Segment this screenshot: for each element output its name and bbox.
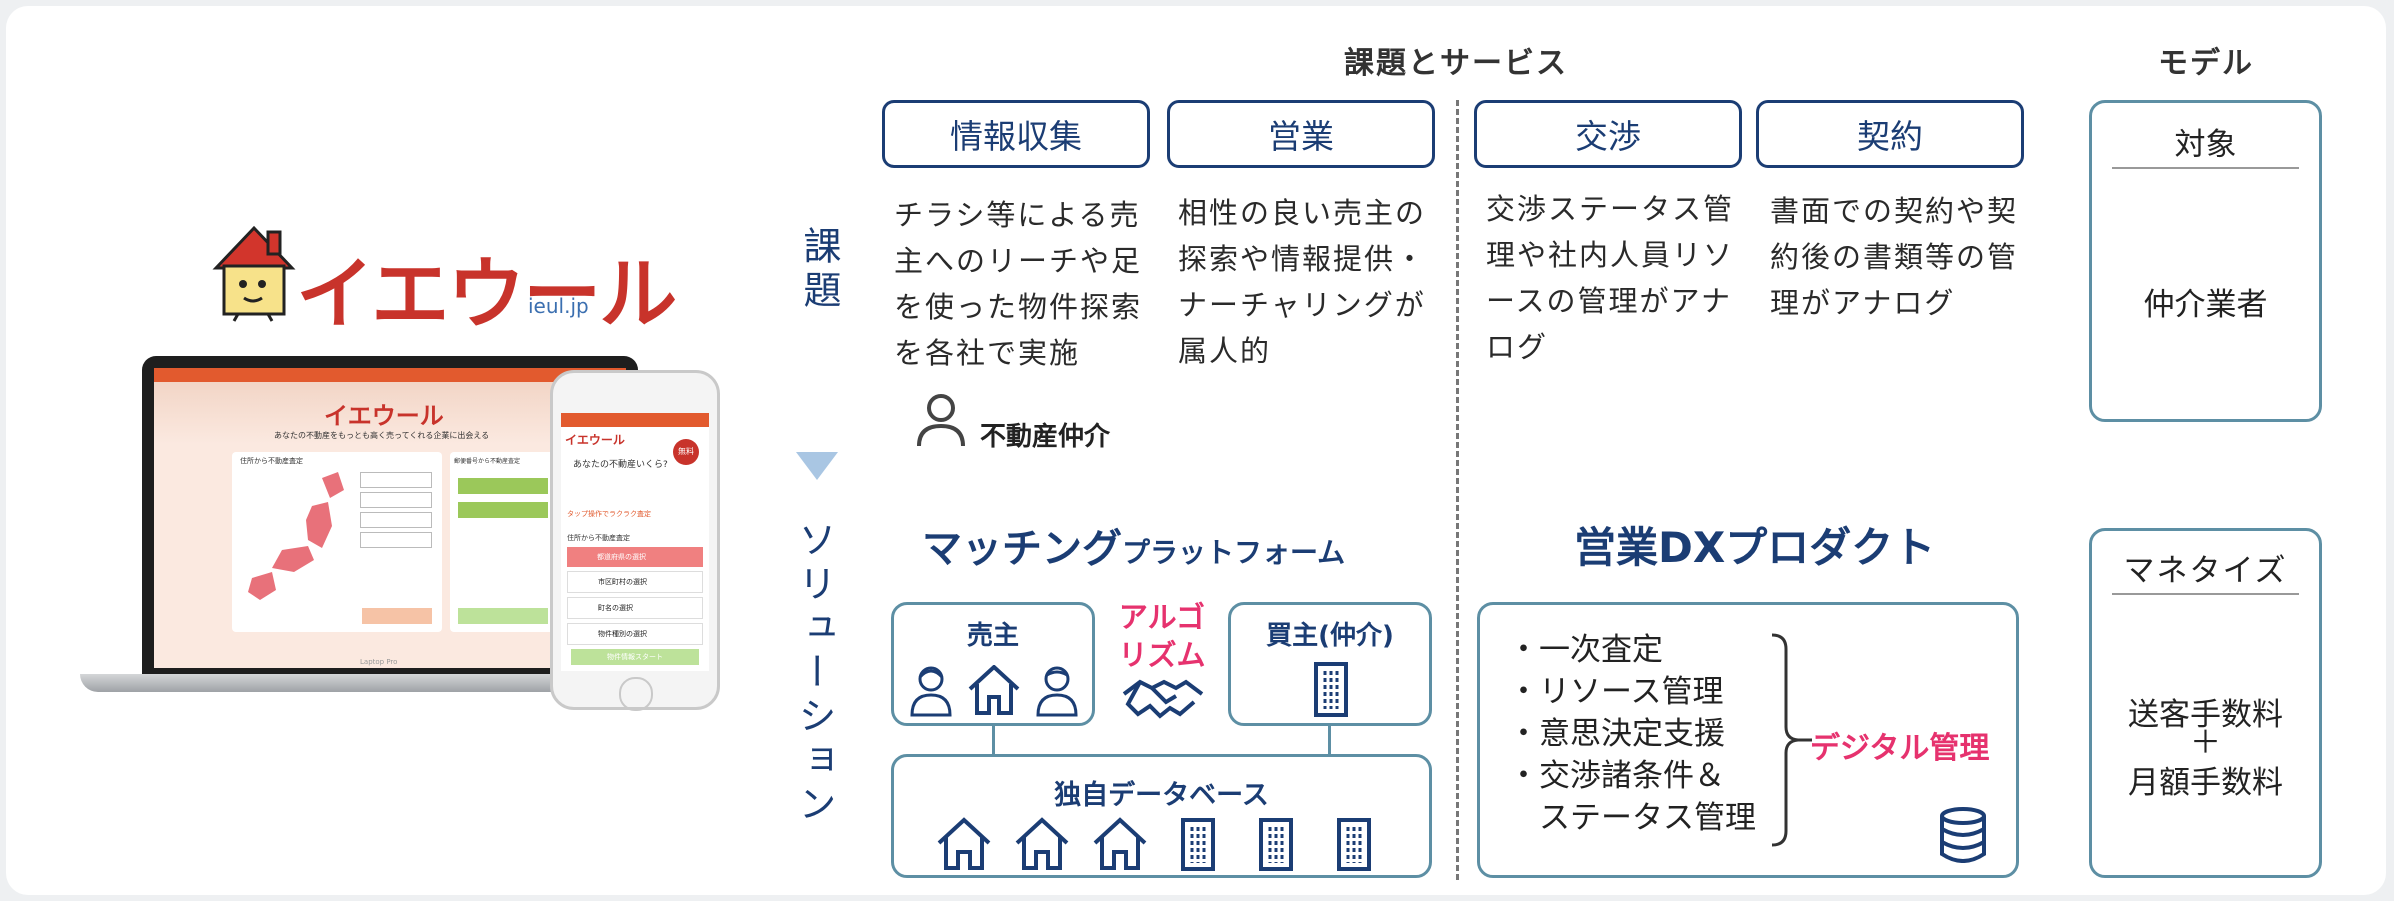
seller-person-icon — [1036, 666, 1078, 717]
phone-screen: イエウール あなたの不動産いくら? 無料 タップ操作でラクラク査定 住所から不動… — [561, 413, 709, 671]
phone-logo: イエウール — [565, 433, 625, 447]
matching-title-sub: プラットフォーム — [1122, 536, 1346, 569]
laptop-model-label: Laptop Pro — [360, 658, 398, 666]
model-target-divider — [2112, 167, 2299, 169]
phone-step[interactable]: 物件種別の選択 — [567, 623, 703, 645]
stage-info-gathering-description: チラシ等による売主へのリーチや足を使った物件探索を各社で実施 — [894, 198, 1143, 370]
stage-contract: 契約 — [1756, 100, 2024, 168]
phone-start-button[interactable]: 物件情報スタート — [571, 649, 699, 665]
database-icon — [1940, 807, 1986, 863]
stage-info-gathering: 情報収集 — [882, 100, 1150, 168]
stage-sales: 営業 — [1167, 100, 1435, 168]
brand-logo: イエウール ieul.jp — [210, 222, 680, 340]
right-brace-icon — [1771, 633, 1812, 847]
matching-title-main: マッチング — [922, 526, 1122, 572]
header-model: モデル — [2158, 46, 2254, 81]
brand-name: イエウール — [296, 250, 677, 340]
model-fee-2: 月額手数料 — [2128, 765, 2283, 801]
house-icon — [968, 665, 1020, 715]
model-monetize-box: マネタイズ 送客手数料 ＋ 月額手数料 — [2089, 528, 2322, 878]
broker-label: 不動産仲介 — [980, 422, 1111, 452]
dx-box: ・一次査定 ・リソース管理 ・意思決定支援 ・交渉諸条件＆ ステータス管理 デジ… — [1477, 602, 2019, 878]
building-icon — [1181, 818, 1215, 871]
dx-result-label: デジタル管理 — [1810, 731, 1990, 766]
model-target-value: 仲介業者 — [2143, 287, 2268, 323]
laptop-section-1: 住所から不動産査定 — [240, 457, 303, 465]
phone-mockup: イエウール あなたの不動産いくら? 無料 タップ操作でラクラク査定 住所から不動… — [550, 370, 720, 711]
laptop-logo: イエウール — [324, 402, 444, 430]
seller-db-connector — [992, 726, 995, 754]
model-plus: ＋ — [2190, 725, 2221, 761]
algorithm-label: アルゴリズム — [1118, 600, 1206, 672]
japan-map-icon — [248, 472, 344, 600]
model-fee-1: 送客手数料 — [2128, 697, 2283, 733]
model-monetize-divider — [2112, 593, 2299, 595]
stage-sales-description: 相性の良い売主の探索や情報提供・ナーチャリングが属人的 — [1178, 196, 1427, 368]
stage-contract-description: 書面での契約や契約後の書類等の管理がアナログ — [1770, 194, 2019, 320]
seller-box: 売主 — [891, 602, 1095, 726]
down-arrow-icon — [796, 452, 838, 480]
phone-step[interactable]: 都道府県の選択 — [567, 547, 703, 567]
handshake-icon — [1122, 679, 1204, 719]
database-label: 独自データベース — [1054, 780, 1269, 811]
dx-feature: ・一次査定 — [1508, 632, 1663, 668]
database-icon-row — [936, 817, 1396, 873]
seller-person-icon — [910, 666, 952, 717]
header-issues-services: 課題とサービス — [1344, 46, 1568, 81]
phone-tap-text: タップ操作でラクラク査定 — [567, 510, 651, 518]
matching-title: マッチングプラットフォーム — [922, 516, 1345, 574]
phone-step-list: 都道府県の選択 市区町村の選択 町名の選択 物件種別の選択 — [567, 547, 703, 649]
model-target-box: 対象 仲介業者 — [2089, 100, 2322, 422]
seller-label: 売主 — [966, 621, 1019, 651]
house-mascot-icon — [212, 225, 296, 322]
row-label-issue: 課題 — [797, 226, 841, 314]
column-divider — [1456, 100, 1459, 880]
dx-feature: ・リソース管理 — [1508, 674, 1724, 710]
laptop-tagline: あなたの不動産をもっとも高く売ってくれる企業に出会える — [274, 431, 490, 440]
dx-title: 営業DXプロダクト — [1574, 523, 1936, 572]
database-box: 独自データベース — [891, 754, 1432, 878]
house-icon — [1015, 817, 1069, 870]
stage-negotiation-description: 交渉ステータス管理や社内人員リソースの管理がアナログ — [1486, 192, 1735, 364]
model-target-label: 対象 — [2174, 127, 2237, 163]
dx-feature: ・交渉諸条件＆ — [1508, 758, 1725, 794]
laptop-screen: イエウール あなたの不動産をもっとも高く売ってくれる企業に出会える 住所から不動… — [154, 368, 626, 668]
model-monetize-label: マネタイズ — [2123, 553, 2288, 589]
stage-negotiation: 交渉 — [1474, 100, 1742, 168]
buyer-box: 買主(仲介) — [1228, 602, 1432, 726]
phone-section: 住所から不動産査定 — [567, 534, 630, 542]
building-icon — [1337, 818, 1371, 871]
buyer-db-connector — [1328, 726, 1331, 754]
phone-question: あなたの不動産いくら? — [573, 460, 668, 470]
house-icon — [1093, 817, 1147, 870]
dx-feature: ・意思決定支援 — [1508, 716, 1725, 752]
brand-domain: ieul.jp — [528, 294, 589, 318]
laptop-section-2: 郵便番号から不動産査定 — [454, 458, 521, 465]
phone-step[interactable]: 町名の選択 — [567, 597, 703, 619]
row-label-solution: ソリューション — [792, 520, 836, 828]
building-icon — [1259, 818, 1293, 871]
person-icon — [917, 394, 965, 447]
buyer-label: 買主(仲介) — [1266, 621, 1394, 651]
dx-feature-list: ・一次査定 ・リソース管理 ・意思決定支援 ・交渉諸条件＆ ステータス管理 — [1508, 629, 1756, 839]
house-icon — [937, 817, 991, 870]
phone-step[interactable]: 市区町村の選択 — [567, 571, 703, 593]
phone-free-badge: 無料 — [673, 439, 699, 465]
dx-feature: ステータス管理 — [1508, 800, 1756, 836]
building-icon — [1314, 662, 1348, 717]
